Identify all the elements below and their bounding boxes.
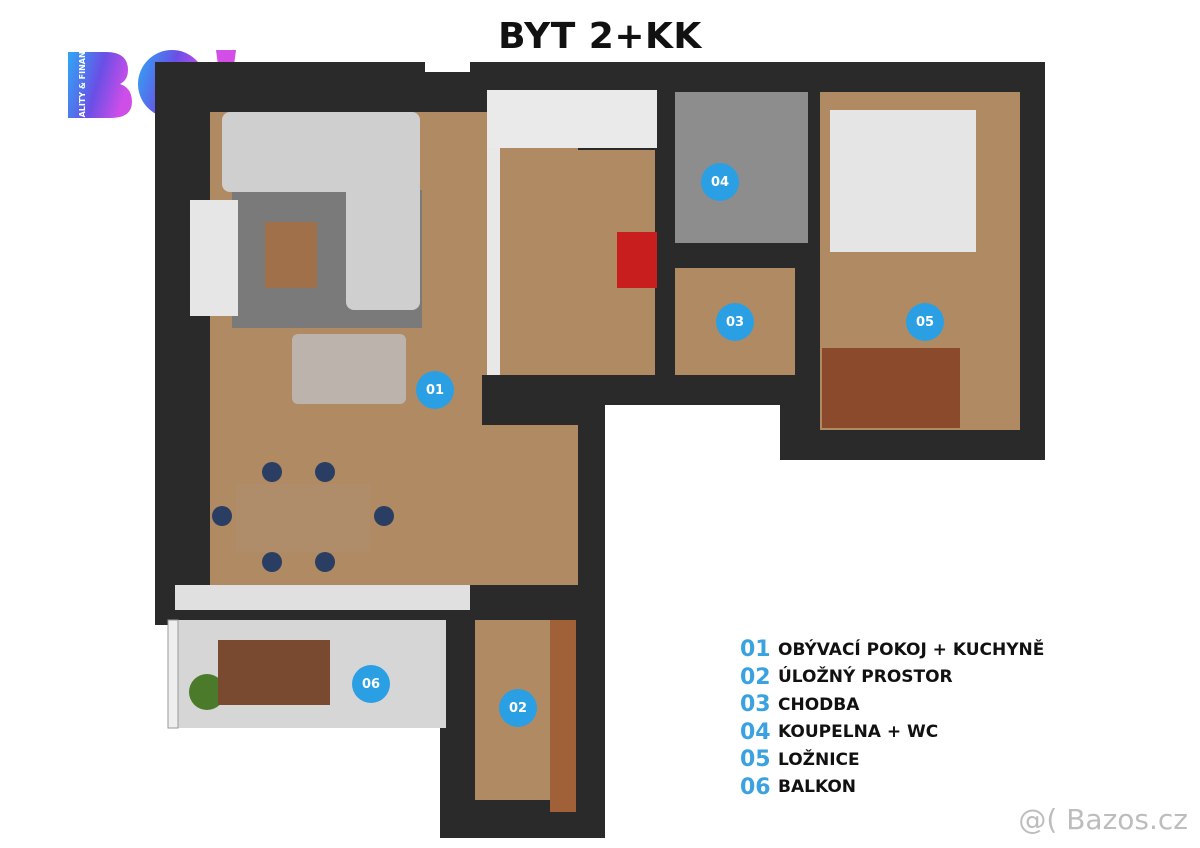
chair <box>374 506 394 526</box>
chair <box>212 506 232 526</box>
kitchen-counter <box>487 90 657 148</box>
chair <box>315 462 335 482</box>
bed <box>830 110 976 252</box>
room-marker-02: 02 <box>499 689 537 727</box>
legend-item: 04 KOUPELNA + WC <box>740 719 1044 747</box>
room-marker-06: 06 <box>352 665 390 703</box>
plant <box>189 674 225 710</box>
room-marker-04: 04 <box>701 163 739 201</box>
legend-item: 05 LOŽNICE <box>740 746 1044 774</box>
balcony-furniture <box>218 640 330 705</box>
tv-unit <box>190 200 238 316</box>
legend-item: 01 OBÝVACÍ POKOJ + KUCHYNĚ <box>740 636 1044 664</box>
legend-label: LOŽNICE <box>778 749 860 770</box>
storage-shelf <box>550 620 576 812</box>
dining-table <box>236 484 370 552</box>
coffee-table <box>265 222 317 288</box>
fridge <box>617 232 657 288</box>
chair <box>262 552 282 572</box>
room-marker-03: 03 <box>716 303 754 341</box>
legend-number: 06 <box>740 774 771 800</box>
bathroom-floor <box>675 92 808 243</box>
kitchen-counter <box>487 92 500 375</box>
legend-label: OBÝVACÍ POKOJ + KUCHYNĚ <box>778 639 1045 660</box>
chair <box>315 552 335 572</box>
armchair <box>292 334 406 404</box>
legend-label: CHODBA <box>778 694 860 715</box>
legend-number: 04 <box>740 719 771 745</box>
legend-number: 02 <box>740 664 771 690</box>
room-legend: 01 OBÝVACÍ POKOJ + KUCHYNĚ 02 ÚLOŽNÝ PROST… <box>740 636 1044 801</box>
legend-label: ÚLOŽNÝ PROSTOR <box>778 667 953 688</box>
legend-item: 03 CHODBA <box>740 691 1044 719</box>
room-marker-01: 01 <box>416 371 454 409</box>
interior-wall <box>482 375 605 425</box>
legend-number: 03 <box>740 692 771 718</box>
balcony-railing <box>167 619 179 729</box>
desk <box>822 348 960 428</box>
legend-label: BALKON <box>778 777 857 798</box>
watermark: @( Bazos.cz <box>1018 803 1188 836</box>
legend-number: 01 <box>740 637 771 663</box>
sofa <box>222 112 420 192</box>
page-title: BYT 2+KK <box>498 16 702 57</box>
chair <box>262 462 282 482</box>
legend-item: 06 BALKON <box>740 774 1044 802</box>
legend-label: KOUPELNA + WC <box>778 722 939 743</box>
sofa <box>346 180 420 310</box>
legend-item: 02 ÚLOŽNÝ PROSTOR <box>740 664 1044 692</box>
legend-number: 05 <box>740 747 771 773</box>
room-marker-05: 05 <box>906 303 944 341</box>
window <box>175 585 470 610</box>
